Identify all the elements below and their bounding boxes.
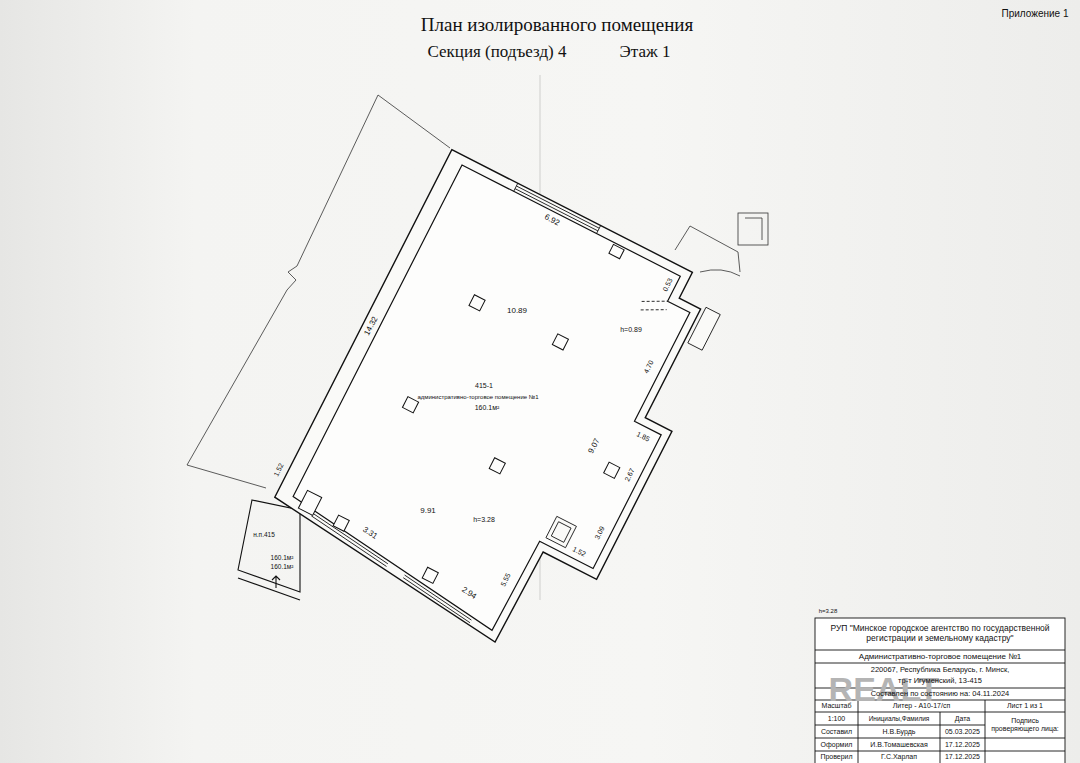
columns	[296, 171, 709, 635]
title-block-cell: 220067, Республика Беларусь, г. Минск,	[871, 666, 1010, 675]
title-block	[815, 618, 1065, 763]
sheet-note: Приложение 1	[1002, 8, 1069, 20]
title-block-cell: Лист 1 из 1	[1007, 702, 1043, 710]
plan-label: h=0.89	[620, 326, 642, 334]
title-block-cell: Составлен по состоянию на: 04.11.2024	[871, 690, 1010, 699]
plan-label: 160.1м²	[271, 563, 294, 570]
title-block-cell: Административно-торговое помещение №1	[859, 652, 1021, 661]
title-block-cell: 05.03.2025	[945, 727, 980, 735]
title-block-cell: 17.12.2025	[945, 753, 980, 761]
title-block-cell: Масштаб	[822, 702, 852, 710]
title-block-cell: 17.12.2025	[945, 740, 980, 748]
plan-label: 1.52	[272, 462, 285, 478]
title-block-cell: Н.В.Бурдь	[883, 727, 916, 735]
title-block-cell: Подпись проверяющего лица:	[987, 717, 1063, 733]
plan-label: h=3.28	[473, 516, 495, 524]
title-block-cell: Г.С.Харлап	[881, 753, 917, 761]
floor-label: Этаж 1	[620, 42, 671, 62]
title-block-cell: Составил	[821, 727, 852, 735]
plan-label: н.п.415	[253, 531, 275, 538]
title-block-cell: РУП "Минское городское агентство по госу…	[824, 624, 1056, 644]
plan-label: 415-1	[475, 382, 493, 390]
plan-label: 160.1м²	[271, 554, 294, 561]
title-block-cell: И.В.Томашевская	[870, 740, 927, 748]
title-block-cell: Дата	[955, 714, 971, 722]
title-block-cell: h=3.28	[819, 608, 838, 615]
title-block-cell: Литер - А10-17/сп	[893, 702, 950, 710]
title-block-cell: Оформил	[821, 740, 853, 748]
room-walls	[262, 150, 741, 670]
plan-title: План изолированного помещения	[421, 14, 693, 36]
title-block-cell: тр-т Игуменский, 13-415	[898, 676, 982, 685]
plan-label: 10.89	[507, 306, 527, 315]
plan-label: 9.91	[420, 506, 436, 515]
title-block-cell: Проверил	[820, 753, 852, 761]
title-block-cell: 1:100	[828, 714, 846, 722]
plan-label: 160.1м²	[475, 404, 500, 412]
adjoining-room	[238, 500, 300, 600]
plan-label: административно-торговое помещение №1	[417, 394, 538, 401]
title-block-cell: Инициалы,Фамилия	[869, 715, 930, 722]
section-label: Секция (подъезд) 4	[427, 42, 566, 62]
